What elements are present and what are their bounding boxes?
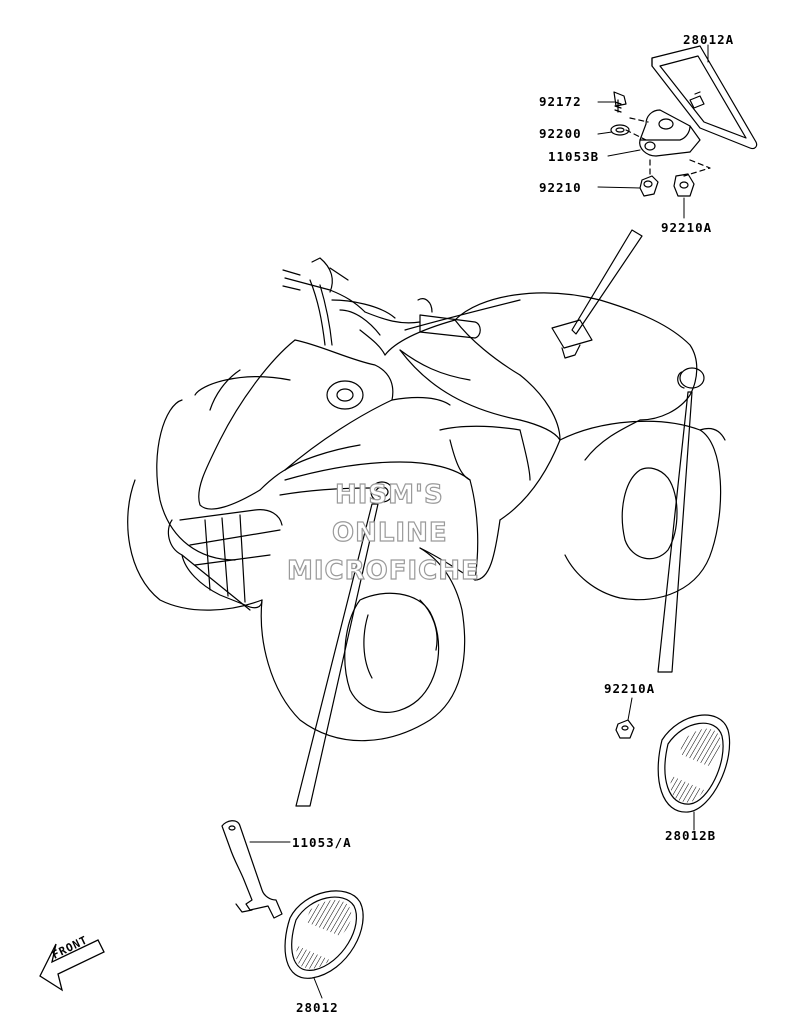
label-92172: 92172 (539, 94, 582, 109)
front-bumper (167, 519, 251, 611)
rear-wheel (559, 420, 722, 601)
handlebar (284, 277, 366, 313)
front-arrow-icon (39, 939, 105, 992)
callout-lines (249, 44, 709, 999)
label-92210A-mid: 92210A (604, 681, 656, 696)
watermark-line-3: MICROFICHE (286, 555, 480, 586)
label-28012A: 28012A (683, 32, 735, 47)
side-reflector-b (615, 714, 731, 813)
label-92200: 92200 (539, 126, 582, 141)
label-92210: 92210 (539, 180, 582, 195)
front-reflector-assembly (221, 820, 364, 979)
label-11053A: 11053/A (292, 835, 352, 850)
label-92210A-top: 92210A (661, 220, 713, 235)
watermark-line-1: HISM'S (334, 479, 444, 510)
rear-plate-assembly (610, 45, 758, 197)
atv-illustration (127, 257, 726, 742)
front-wheel (127, 479, 263, 611)
leader-wedges (295, 229, 693, 807)
front-fender (198, 339, 296, 510)
label-28012: 28012 (296, 1000, 339, 1015)
label-28012B: 28012B (665, 828, 717, 843)
label-11053B: 11053B (548, 149, 600, 164)
reflector-hatching (296, 728, 721, 969)
watermark-line-2: ONLINE (331, 517, 448, 548)
